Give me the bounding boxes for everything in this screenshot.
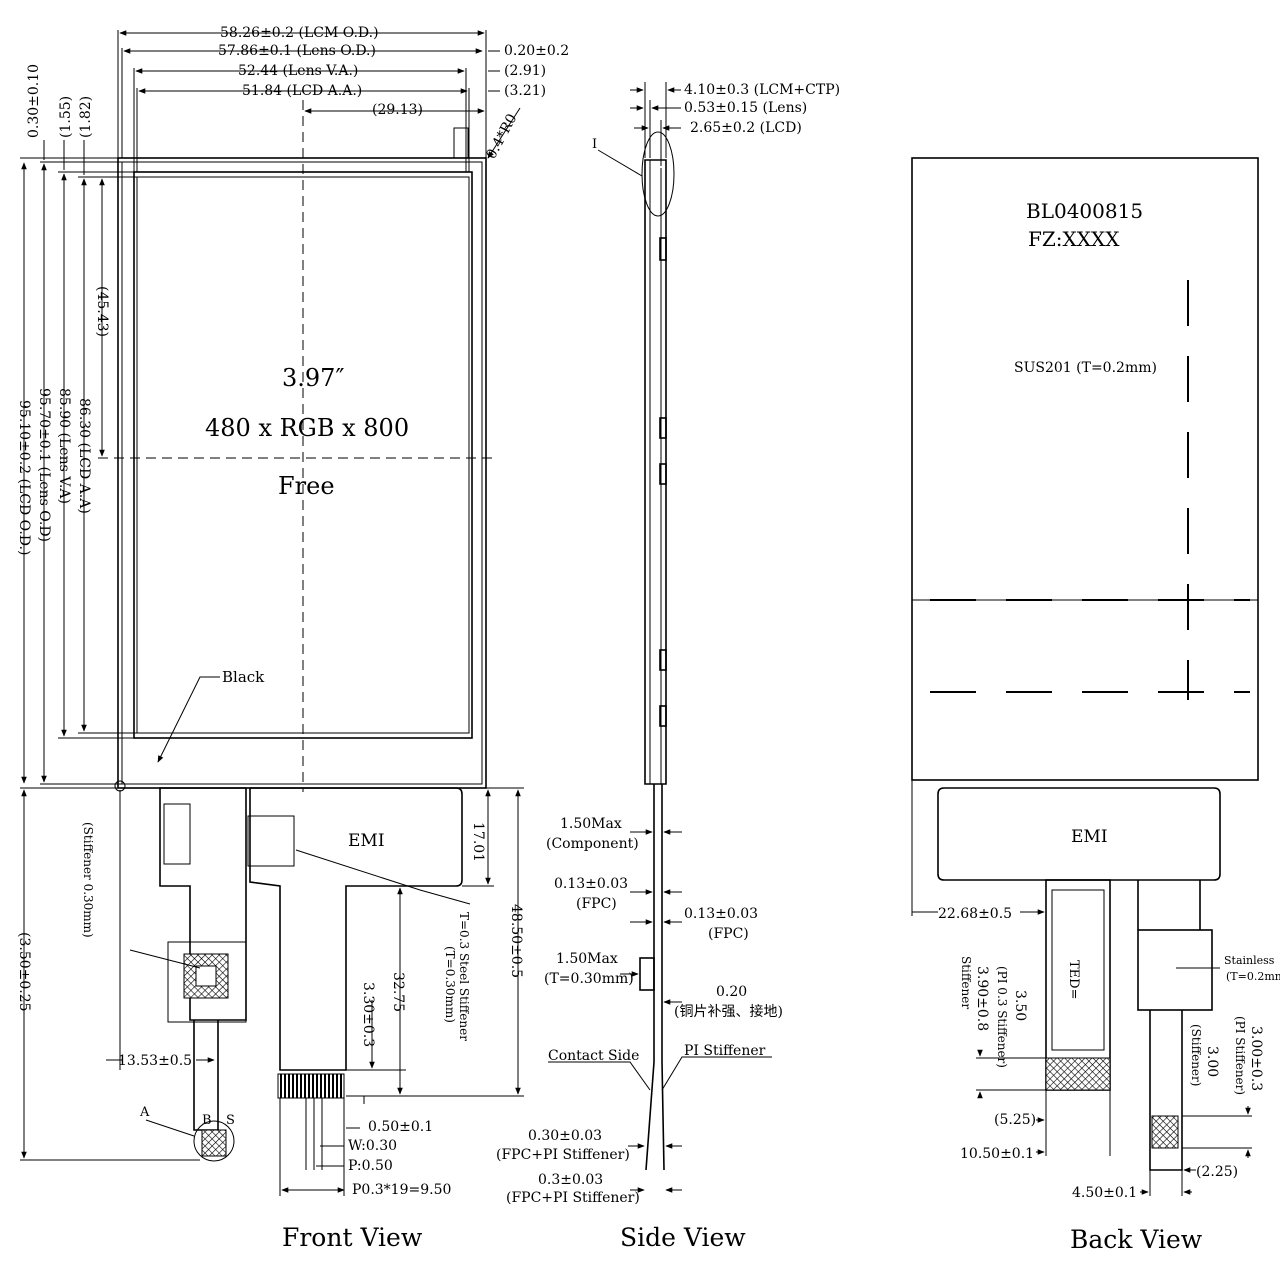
dim-lcm-od: 58.26±0.2 (LCM O.D.) [220, 25, 379, 41]
dim-lens-margin: (2.91) [504, 63, 546, 79]
back-panel [911, 157, 1259, 781]
side-label-13: 0.30±0.03 [528, 1128, 602, 1144]
dim-back-fpc-offset: 22.68±0.5 [938, 906, 1012, 922]
side-label-9: 0.20 [716, 984, 747, 1000]
dim-lens-od: 57.86±0.1 (Lens O.D.) [218, 43, 376, 59]
dim-lcd-aa-height: 86.30 (LCD A.A) [76, 398, 92, 514]
marker-a: A [139, 1105, 150, 1120]
back-tape-label: TED= [1066, 960, 1081, 999]
back-dimension-lines [911, 780, 1252, 1196]
dim-emi-height: 17.01 [470, 822, 486, 862]
dim-offset: 0.20±0.2 [504, 43, 569, 59]
dim-lcd-thickness: 2.65±0.2 (LCD) [690, 120, 802, 136]
display-size: 3.97″ [282, 364, 344, 392]
dim-back-pi-3: 3.00 [1204, 1046, 1220, 1077]
side-view-title: Side View [620, 1223, 746, 1252]
left-stiffener-label: (Stiffener 0.30mm) [81, 822, 95, 938]
dim-lens-od-height: 95.70±0.1 (Lens O.D) [36, 388, 52, 542]
side-label-7: 1.50Max [556, 951, 618, 967]
front-fpc: EMI A B S [129, 787, 471, 1170]
dim-fpc-tail: 32.75 [390, 972, 406, 1012]
front-emi-label: EMI [348, 831, 385, 851]
dim-half-width: (29.13) [372, 102, 423, 118]
dim-back-width: 10.50±0.1 [960, 1146, 1034, 1162]
dim-fpc-offset: 13.53±0.5 [118, 1053, 192, 1069]
back-model-number: BL0400815 [1026, 199, 1143, 223]
marker-i: I [592, 137, 597, 152]
dim-corner-radius: 0.4*R0 [483, 111, 520, 162]
side-label-10: (铜片补强、接地) [674, 1003, 783, 1020]
dim-back-pi-1: 3.00±0.3 [1248, 1026, 1264, 1091]
dim-pin-pitch: P:0.50 [348, 1158, 393, 1174]
side-dimension-lines [548, 82, 772, 1193]
lens-outline [121, 161, 483, 785]
dim-back-gap: (5.25) [994, 1112, 1036, 1128]
dim-fpc-width: 3.30±0.3 [360, 982, 376, 1047]
marker-b: B [202, 1113, 212, 1128]
side-label-8: (T=0.30mm) [544, 971, 634, 987]
dim-pin-width: W:0.30 [348, 1138, 397, 1154]
dim-top-lens: (1.55) [58, 96, 74, 138]
dim-lcd-od-height: 95.10±0.2 (LCD O.D.) [16, 400, 32, 555]
dim-back-stiffener-3: 3.90±0.8 [974, 966, 990, 1031]
steel-stiffener-label: T=0.3 Steel Stiffener [457, 912, 471, 1041]
dim-back-stiffener-4: Stiffener [959, 956, 973, 1009]
dim-lcd-aa: 51.84 (LCD A.A.) [242, 83, 362, 99]
side-label-16: (FPC+PI Stiffener) [506, 1190, 640, 1206]
side-view: I [496, 82, 840, 1252]
steel-stiffener-thickness: (T=0.30mm) [443, 946, 457, 1023]
marker-s: S [226, 1113, 235, 1128]
corner-notch [453, 127, 469, 158]
left-dimension-lines [20, 140, 137, 785]
side-label-15: 0.3±0.03 [538, 1172, 603, 1188]
display-free-label: Free [278, 472, 335, 500]
back-material: SUS201 (T=0.2mm) [1014, 360, 1157, 376]
back-fz-code: FZ:XXXX [1028, 227, 1120, 251]
side-label-5: 0.13±0.03 [684, 906, 758, 922]
dim-lens-va-height: 85.90 (Lens V.A) [56, 388, 72, 504]
contact-side-label: Contact Side [548, 1048, 639, 1064]
black-label: Black [222, 668, 265, 686]
dim-top-lcd: (1.82) [78, 96, 94, 138]
display-resolution: 480 x RGB x 800 [205, 414, 409, 442]
dim-back-tail-width: 4.50±0.1 [1072, 1185, 1137, 1201]
side-label-3: 0.13±0.03 [554, 876, 628, 892]
dim-top-gap: 0.30±0.10 [26, 64, 42, 138]
dim-lens-va: 52.44 (Lens V.A.) [238, 63, 358, 79]
dim-pin-length: 0.50±0.1 [368, 1119, 433, 1135]
dim-back-stiffener-2: (PI 0.3 Stiffener) [995, 966, 1009, 1068]
top-dimension-lines [117, 30, 521, 172]
dim-lcm-ctp-thickness: 4.10±0.3 (LCM+CTP) [684, 82, 840, 98]
side-label-4: (FPC) [576, 896, 617, 912]
dim-lens-thickness: 0.53±0.15 (Lens) [684, 100, 807, 116]
side-label-6: (FPC) [708, 926, 749, 942]
side-label-2: (Component) [546, 836, 639, 852]
dim-fpc-total: (3.50±0.25 [16, 932, 32, 1012]
front-view: 58.26±0.2 (LCM O.D.) 57.86±0.1 (Lens O.D… [16, 25, 569, 1252]
dim-fpc-length: 48.50±0.5 [508, 904, 524, 978]
side-label-14: (FPC+PI Stiffener) [496, 1147, 630, 1163]
dim-half-height: (45.43) [94, 286, 110, 337]
back-fpc: EMI TED= Stainless (T=0.2mm) [937, 787, 1280, 1171]
dim-back-pi-2: (PI Stiffener) [1233, 1016, 1247, 1095]
back-view: BL0400815 FZ:XXXX SUS201 (T=0.2mm) EMI T… [911, 157, 1280, 1254]
pi-stiffener-label: PI Stiffener [684, 1043, 766, 1059]
dim-lcd-margin: (3.21) [504, 83, 546, 99]
front-view-title: Front View [282, 1223, 423, 1252]
stainless-label: Stainless [1224, 954, 1275, 967]
dim-pin-total: P0.3*19=9.50 [352, 1182, 451, 1198]
back-emi-label: EMI [1071, 827, 1108, 847]
dim-back-stiffener-1: 3.50 [1012, 990, 1028, 1021]
dim-back-pi-4: (Stiffener) [1189, 1024, 1203, 1086]
side-label-1: 1.50Max [560, 816, 622, 832]
back-view-title: Back View [1070, 1225, 1203, 1254]
stainless-thickness: (T=0.2mm) [1226, 970, 1280, 983]
dim-back-tail-offset: (2.25) [1196, 1164, 1238, 1180]
fpc-dimension-lines [20, 787, 524, 1196]
